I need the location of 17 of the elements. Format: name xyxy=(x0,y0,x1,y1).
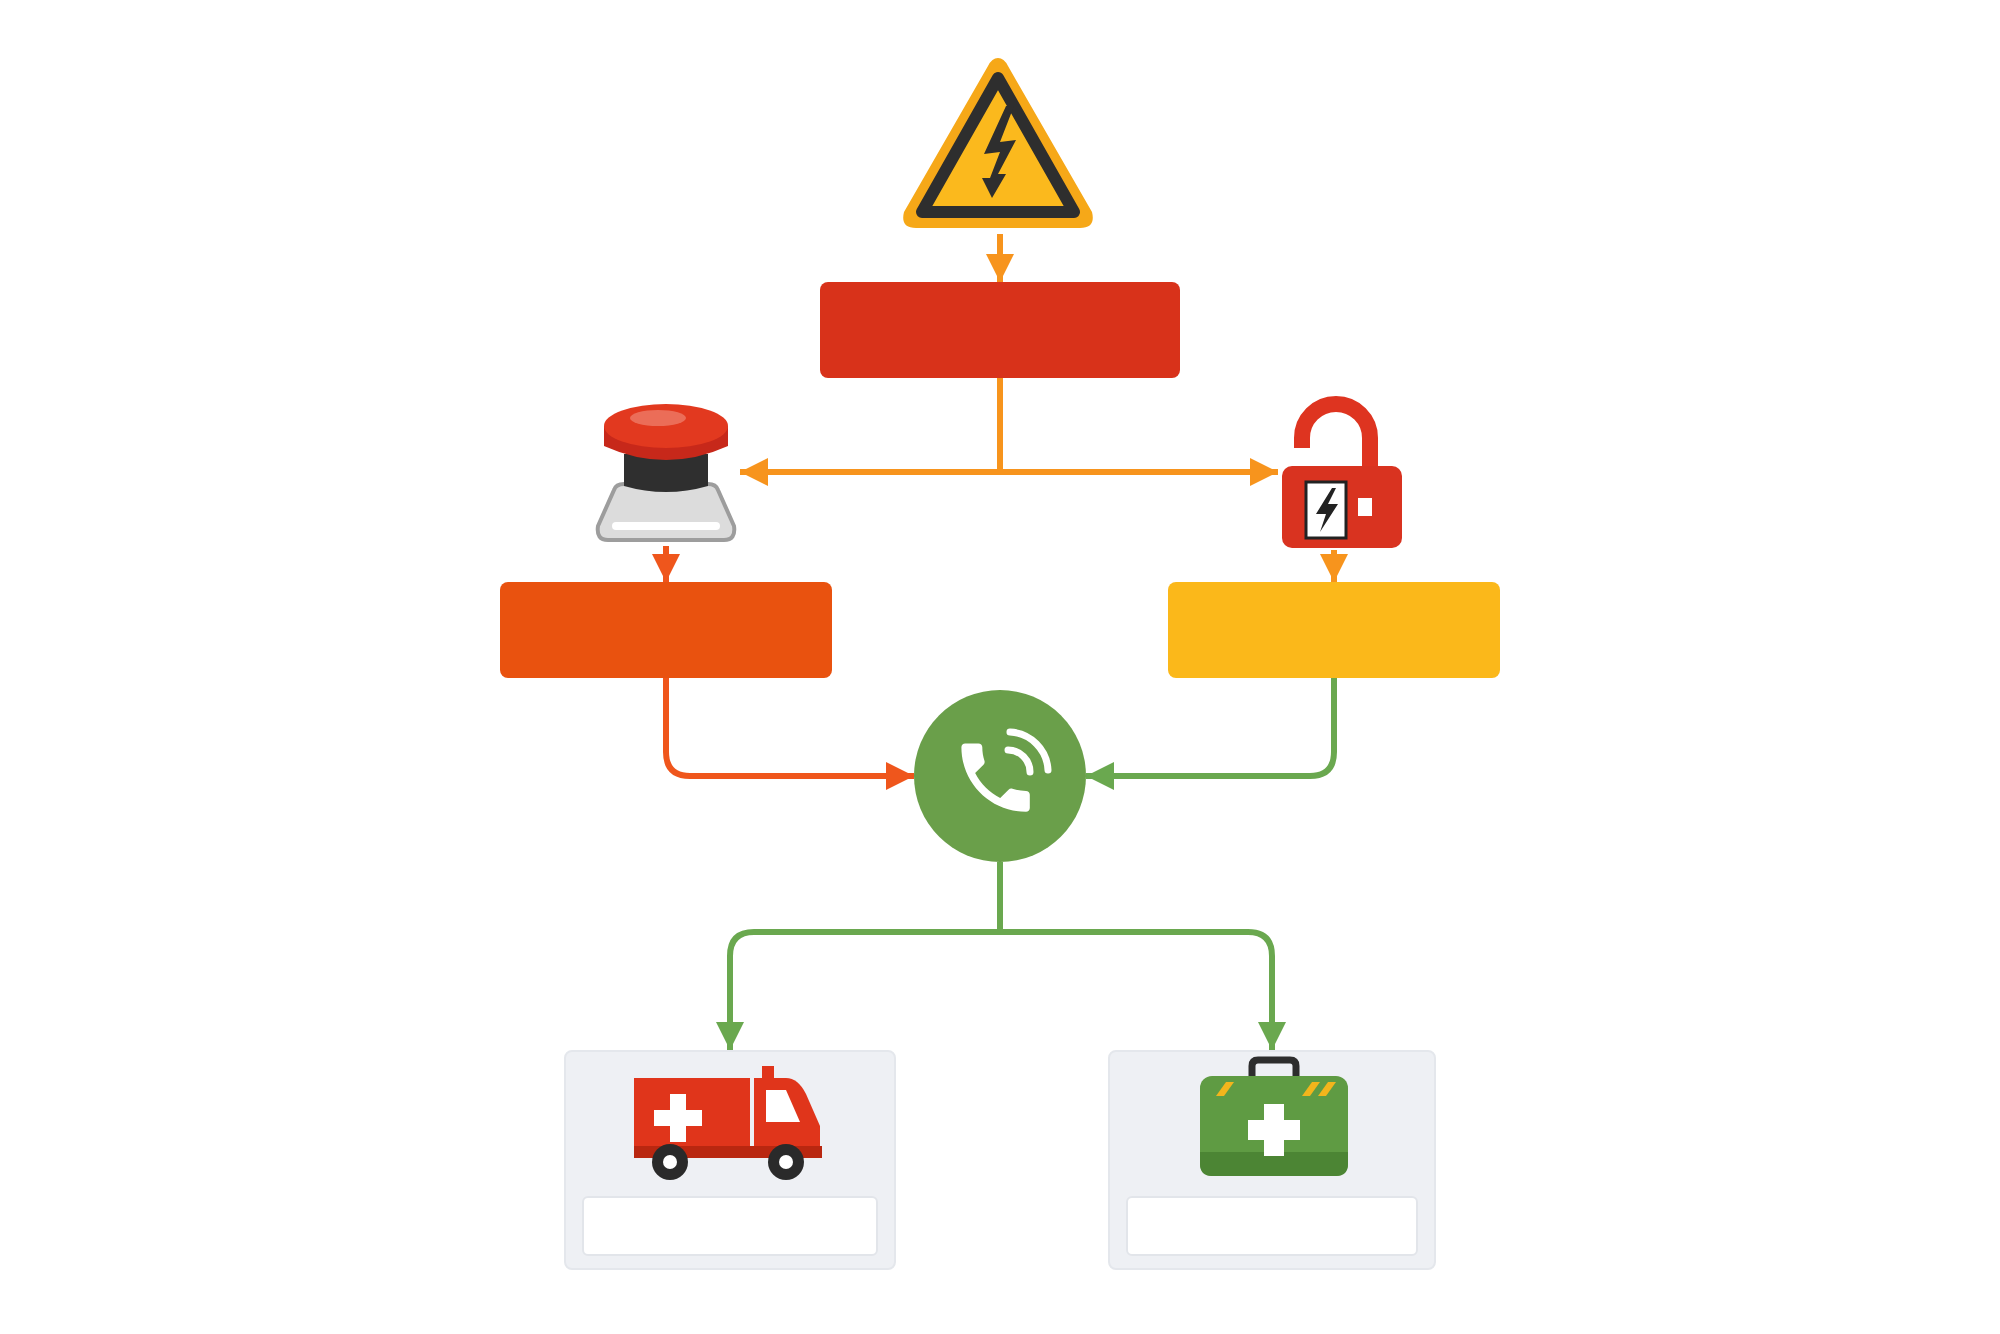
arrow xyxy=(663,678,914,790)
first-aid-kit-icon xyxy=(1198,1056,1350,1178)
push-button-icon xyxy=(592,398,740,546)
open-padlock-icon xyxy=(1278,394,1406,550)
card xyxy=(564,1050,896,1270)
arrow xyxy=(986,234,1014,282)
card xyxy=(1108,1050,1436,1270)
ambulance-icon xyxy=(634,1062,822,1182)
blank-field xyxy=(582,1196,878,1256)
arrow xyxy=(1320,550,1348,582)
arrow xyxy=(1086,678,1337,790)
blank-field xyxy=(1126,1196,1418,1256)
process-box xyxy=(820,282,1180,378)
process-box xyxy=(1168,582,1500,678)
process-box xyxy=(500,582,832,678)
arrow xyxy=(997,378,1278,486)
arrow xyxy=(652,546,680,582)
